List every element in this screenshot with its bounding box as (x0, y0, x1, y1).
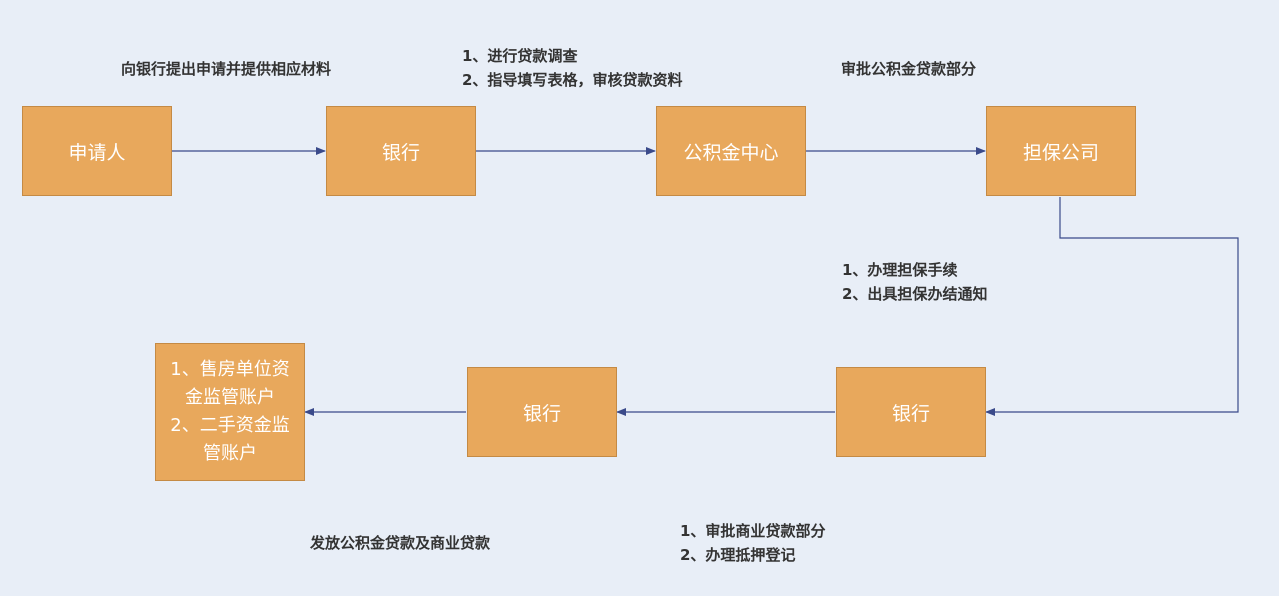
supervision-line-2: 金监管账户 (185, 387, 275, 408)
label-approve-fund: 审批公积金贷款部分 (841, 60, 977, 78)
label-submit-materials: 向银行提出申请并提供相应材料 (121, 60, 332, 78)
guarantor-step-1: 1、办理担保手续 (842, 261, 958, 279)
node-bank-top: 银行 (326, 106, 476, 196)
node-bank-bottom-right: 银行 (836, 367, 986, 457)
node-guarantor: 担保公司 (986, 106, 1136, 196)
label-guarantor-steps: 1、办理担保手续 2、出具担保办结通知 (842, 258, 987, 306)
supervision-line-1: 1、售房单位资 (170, 359, 290, 380)
node-fund-center: 公积金中心 (656, 106, 806, 196)
label-disburse: 发放公积金贷款及商业贷款 (310, 534, 491, 552)
bank-step-1: 1、进行贷款调查 (462, 47, 578, 65)
supervision-line-4: 管账户 (203, 443, 257, 464)
bank-bottom-step-1: 1、审批商业贷款部分 (680, 522, 826, 540)
node-bank-bottom-mid: 银行 (467, 367, 617, 457)
label-bank-steps: 1、进行贷款调查 2、指导填写表格，审核贷款资料 (462, 44, 682, 92)
supervision-line-3: 2、二手资金监 (170, 415, 290, 436)
bank-step-2: 2、指导填写表格，审核贷款资料 (462, 71, 683, 89)
bank-bottom-step-2: 2、办理抵押登记 (680, 546, 796, 564)
label-bank-bottom-steps: 1、审批商业贷款部分 2、办理抵押登记 (680, 519, 825, 567)
node-applicant: 申请人 (22, 106, 172, 196)
arrow-guarantor-to-bank (985, 197, 1239, 416)
node-supervision-account: 1、售房单位资 金监管账户 2、二手资金监 管账户 (155, 343, 305, 481)
guarantor-step-2: 2、出具担保办结通知 (842, 285, 988, 303)
